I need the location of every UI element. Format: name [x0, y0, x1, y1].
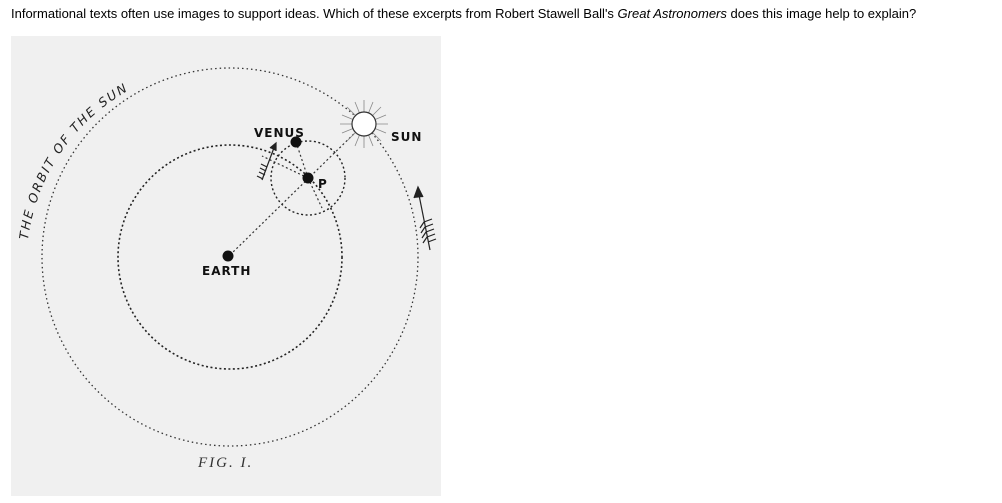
venus-epicycle	[270, 140, 346, 216]
earth-label: EARTH	[202, 264, 251, 278]
p-cross-line-2	[307, 177, 323, 209]
point-p	[302, 172, 314, 184]
question-prefix: Informational texts often use images to …	[11, 6, 618, 21]
sun-label: SUN	[391, 130, 422, 144]
p-venus-line	[295, 141, 309, 179]
sun-direction-arrow	[413, 185, 437, 251]
sun-icon	[340, 100, 388, 148]
figure-caption: FIG. I.	[197, 455, 253, 471]
venus-planet	[290, 136, 302, 148]
venus-direction-arrow	[256, 141, 277, 181]
question-suffix: does this image help to explain?	[726, 6, 917, 21]
book-title: Great Astronomers	[617, 6, 727, 21]
venus-label: VENUS	[254, 126, 305, 140]
question-text: Informational texts often use images to …	[11, 6, 916, 21]
p-label: P	[318, 177, 328, 191]
sun-orbit-circle	[41, 67, 419, 447]
epicycle-center-orbit	[117, 144, 343, 370]
earth-planet	[222, 250, 234, 262]
